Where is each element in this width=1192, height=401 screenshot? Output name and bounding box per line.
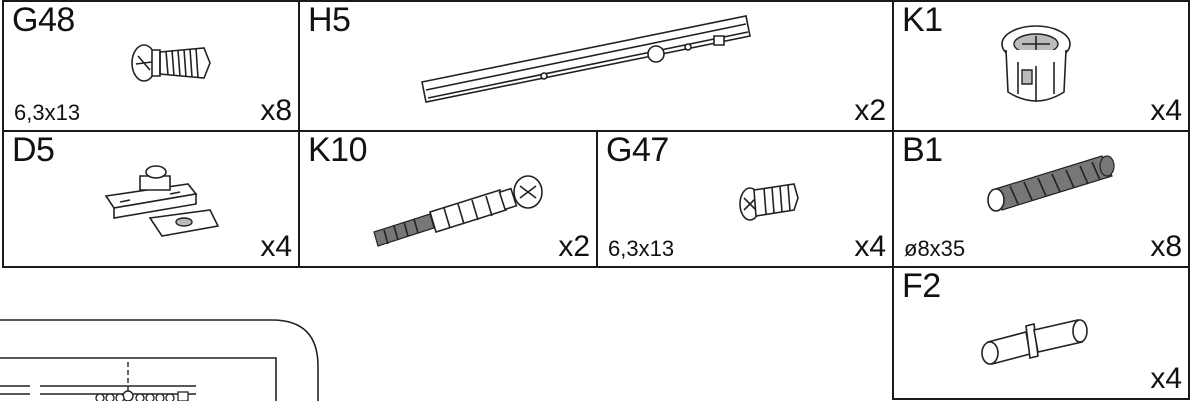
part-size: 6,3x13 [608,236,675,261]
part-code: K1 [902,1,943,39]
part-cell-g47: G47 6,3x13 x4 [596,130,894,268]
part-cell-h5: H5 x2 [298,0,894,132]
part-code: G48 [12,1,75,39]
part-code: F2 [902,267,941,305]
part-code: D5 [12,131,55,169]
part-quantity: x4 [260,230,292,263]
part-quantity: x4 [854,230,886,263]
part-code: H5 [308,1,351,39]
part-code: G47 [606,131,669,169]
part-code: B1 [902,131,943,169]
shelf-pin-icon [974,312,1104,372]
part-cell-d5: D5 x4 [2,130,300,268]
part-cell-k1: K1 x4 [892,0,1190,132]
part-quantity: x4 [1150,94,1182,127]
assembly-diagram [0,319,319,401]
wooden-dowel-icon [980,150,1120,220]
part-quantity: x8 [260,94,292,127]
part-cell-k10: K10 x2 [298,130,598,268]
connector-bolt-icon [370,172,550,252]
part-code: K10 [308,131,368,169]
part-quantity: x2 [854,94,886,127]
cam-lock-icon [996,22,1076,112]
part-quantity: x8 [1150,230,1182,263]
part-cell-g48: G48 6,3x13 x8 [2,0,300,132]
flat-head-screw-icon [734,176,804,226]
part-quantity: x4 [1150,362,1182,395]
part-size: 6,3x13 [14,100,81,125]
part-size: ø8x35 [904,236,966,261]
part-quantity: x2 [558,230,590,263]
drawer-rail-icon [418,12,758,112]
pan-head-screw-icon [124,38,214,88]
part-cell-b1: B1 ø8x35 x8 [892,130,1190,268]
part-cell-f2: F2 x4 [892,266,1190,400]
hinge-plate-icon [100,166,230,246]
